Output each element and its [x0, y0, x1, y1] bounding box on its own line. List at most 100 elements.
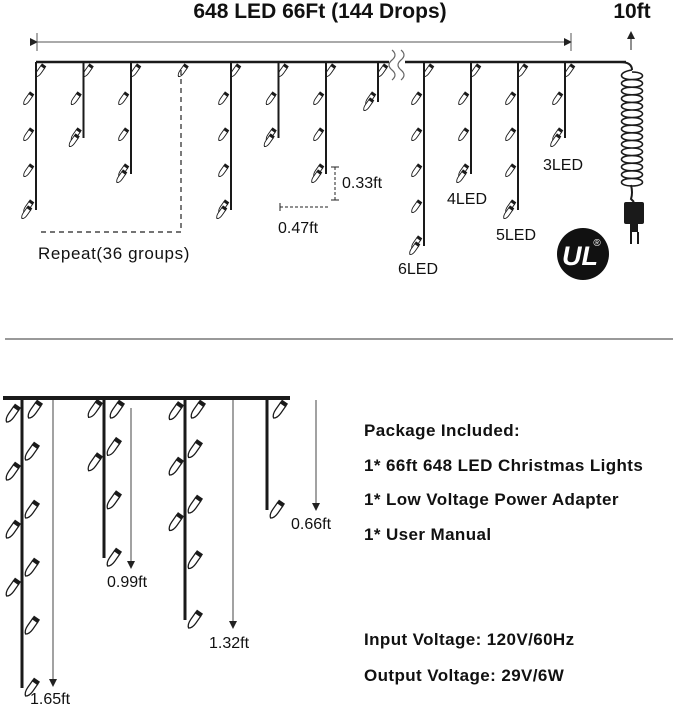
led-bulb-icon — [116, 169, 128, 184]
bottom-drop — [87, 398, 126, 567]
repeat-bracket — [40, 70, 182, 233]
led-bulb-icon — [458, 127, 470, 142]
led-bulb-icon — [5, 403, 22, 423]
led-bulb-icon — [24, 441, 41, 461]
top-drop — [503, 62, 529, 220]
coiled-lead-wire — [620, 69, 644, 187]
output-voltage: Output Voltage: 29V/6W — [364, 666, 565, 685]
repeat-label: Repeat(36 groups) — [38, 244, 190, 263]
top-drop — [456, 62, 482, 184]
led-bulb-icon — [456, 169, 468, 184]
led-bulb-icon — [23, 91, 35, 106]
vertical-spacing-dimension — [331, 166, 339, 201]
led-bulb-icon — [311, 169, 323, 184]
led-bulb-icon — [269, 499, 286, 519]
drop-length-label-1.32: 1.32ft — [209, 635, 250, 652]
led-bulb-icon — [409, 241, 421, 256]
led-bulb-icon — [24, 677, 41, 697]
horizontal-spacing-dimension — [279, 203, 330, 211]
led-bulb-icon — [87, 398, 104, 419]
package-item: 1* Low Voltage Power Adapter — [364, 490, 619, 509]
led-bulb-icon — [168, 512, 185, 532]
led-bulb-icon — [218, 127, 230, 142]
led-bulb-icon — [503, 205, 515, 220]
led-bulb-icon — [118, 127, 130, 142]
led-bulb-icon — [218, 91, 230, 106]
led-bulb-icon — [27, 399, 44, 419]
led-bulb-icon — [313, 91, 325, 106]
led-bulb-icon — [411, 91, 423, 106]
diagram-title: 648 LED 66Ft (144 Drops) — [193, 0, 446, 23]
total-length-dimension — [30, 33, 572, 51]
bottom-drop — [168, 398, 207, 629]
led-bulb-icon — [363, 97, 375, 112]
led-bulb-icon — [168, 401, 185, 421]
led-bulb-icon — [23, 127, 35, 142]
led-bulb-icon — [187, 550, 204, 570]
drop-label-6led: 6LED — [398, 261, 438, 278]
led-bulb-icon — [272, 399, 289, 419]
top-diagram: 648 LED 66Ft (144 Drops) Repeat(36 group… — [21, 0, 651, 280]
led-bulb-icon — [505, 163, 517, 178]
led-bulb-icon — [458, 91, 470, 106]
led-bulb-icon — [5, 519, 22, 539]
led-bulb-icon — [68, 133, 80, 148]
led-bulb-icon — [106, 436, 123, 457]
horizontal-spacing-label: 0.47ft — [278, 220, 319, 237]
top-drop — [263, 62, 289, 148]
led-bulb-icon — [550, 133, 562, 148]
led-bulb-icon — [106, 490, 123, 510]
led-bulb-icon — [411, 127, 423, 142]
led-bulb-icon — [5, 577, 22, 597]
top-drop — [21, 62, 47, 220]
drop-label-5led: 5LED — [496, 227, 536, 244]
led-bulb-icon — [218, 163, 230, 178]
top-drop — [311, 62, 337, 184]
led-bulb-icon — [24, 615, 41, 635]
led-bulb-icon — [265, 91, 277, 106]
top-drop — [550, 62, 576, 148]
led-bulb-icon — [24, 557, 41, 577]
drop-length-label-1.65: 1.65ft — [30, 691, 71, 707]
bottom-drop — [265, 398, 289, 519]
top-drop — [363, 62, 389, 112]
top-drop — [116, 62, 142, 184]
led-bulb-icon — [106, 547, 123, 567]
led-bulb-icon — [552, 91, 564, 106]
led-bulb-icon — [216, 205, 228, 220]
led-bulb-icon — [87, 452, 104, 472]
led-bulb-icon — [70, 91, 82, 106]
led-bulb-icon — [190, 399, 207, 419]
vertical-spacing-label: 0.33ft — [342, 175, 383, 192]
drop-length-label-0.66: 0.66ft — [291, 516, 332, 533]
led-bulb-icon — [187, 494, 204, 514]
led-bulb-icon — [5, 461, 22, 481]
bottom-light-drops — [5, 398, 289, 697]
led-bulb-icon — [505, 127, 517, 142]
svg-text:®: ® — [593, 238, 601, 249]
package-item: 1* User Manual — [364, 525, 491, 544]
input-voltage: Input Voltage: 120V/60Hz — [364, 630, 575, 649]
led-bulb-icon — [109, 399, 126, 419]
led-bulb-icon — [177, 63, 189, 78]
led-bulb-icon — [168, 456, 185, 476]
drop-length-label-0.99: 0.99ft — [107, 574, 148, 591]
led-bulb-icon — [187, 609, 204, 629]
lead-wire — [578, 61, 644, 203]
bottom-diagram: 0.66ft 0.99ft 1.32ft 1.65ft — [3, 396, 332, 707]
bottom-drop — [5, 398, 44, 697]
drop-label-4led: 4LED — [447, 191, 487, 208]
led-bulb-icon — [313, 127, 325, 142]
led-bulb-icon — [21, 205, 33, 220]
top-drop — [409, 62, 435, 256]
led-bulb-icon — [505, 91, 517, 106]
plug-connector — [624, 202, 644, 244]
led-bulb-icon — [23, 163, 35, 178]
drop-length-dimensions — [49, 400, 320, 687]
top-drop — [177, 63, 189, 78]
drop-label-3led: 3LED — [543, 157, 583, 174]
led-bulb-icon — [118, 91, 130, 106]
led-bulb-icon — [411, 199, 423, 214]
svg-text:UL: UL — [562, 241, 598, 271]
